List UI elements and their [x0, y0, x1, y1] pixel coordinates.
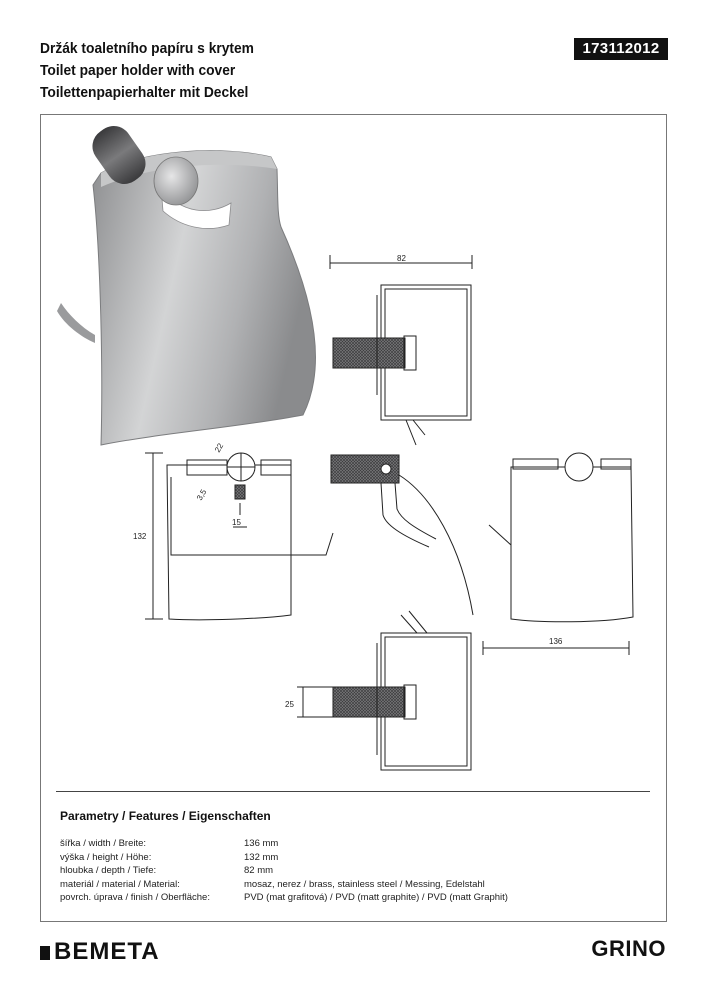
params-row: šířka / width / Breite: 136 mm — [60, 838, 508, 852]
params-table: šířka / width / Breite: 136 mm výška / h… — [60, 838, 508, 906]
side-view-center — [330, 454, 474, 616]
param-label: povrch. úprava / finish / Oberfläche: — [60, 892, 210, 903]
params-heading: Parametry / Features / Eigenschaften — [60, 809, 271, 823]
product-code-badge: 173112012 — [574, 38, 668, 60]
param-label: šířka / width / Breite: — [60, 838, 147, 849]
params-row: materiál / material / Material: mosaz, n… — [60, 879, 508, 893]
dim-22: 22 — [213, 441, 226, 454]
dim-3-5: 3,5 — [195, 487, 209, 502]
section-divider — [56, 791, 650, 792]
title-german: Toilettenpapierhalter mit Deckel — [40, 84, 249, 101]
param-label: výška / height / Höhe: — [60, 851, 152, 863]
title-czech: Držák toaletního papíru s krytem — [40, 40, 254, 57]
brand-mark-icon — [40, 946, 50, 960]
param-label: materiál / material / Material: — [60, 878, 180, 890]
dim-depth: 82 — [397, 254, 406, 263]
brand-name: BEMETA — [54, 938, 160, 965]
brand-logo: BEMETA — [40, 938, 160, 966]
params-row: povrch. úprava / finish / Oberfläche: PV… — [60, 892, 508, 906]
param-value: mosaz, nerez / brass, stainless steel / … — [244, 878, 485, 890]
series-name: GRINO — [591, 936, 666, 961]
param-value: 136 mm — [244, 838, 279, 849]
params-row: výška / height / Höhe: 132 mm — [60, 852, 508, 866]
title-block: Držák toaletního papíru s krytem Toilet … — [40, 38, 273, 104]
param-value: PVD (mat grafitová) / PVD (matt graphite… — [244, 892, 508, 903]
title-english: Toilet paper holder with cover — [40, 62, 236, 79]
params-row: hloubka / depth / Tiefe: 82 mm — [60, 865, 508, 879]
dim-height: 132 — [133, 532, 147, 541]
product-photo — [57, 126, 316, 446]
front-view-left — [145, 452, 334, 621]
side-view-bottom — [297, 610, 472, 771]
dim-25: 25 — [285, 700, 294, 709]
param-value: 82 mm — [244, 865, 274, 876]
content-frame — [40, 114, 667, 922]
technical-drawing: 82 132 22 3,5 15 136 — [57, 126, 634, 771]
side-view-top — [329, 255, 473, 446]
dim-15: 15 — [232, 518, 241, 527]
param-value: 132 mm — [244, 851, 279, 863]
dim-width: 136 — [549, 637, 563, 646]
param-label: hloubka / depth / Tiefe: — [60, 865, 157, 876]
front-view-right — [482, 452, 634, 655]
